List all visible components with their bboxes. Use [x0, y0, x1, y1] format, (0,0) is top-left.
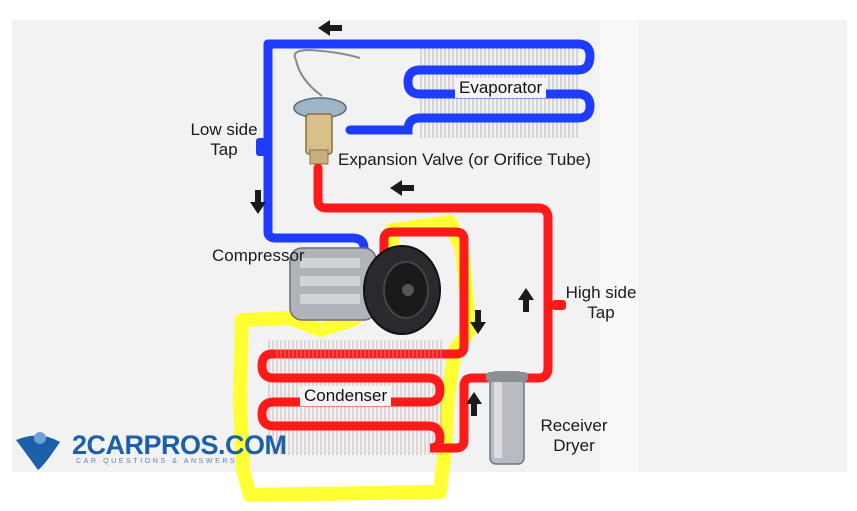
flow-arrow-left-top	[318, 20, 342, 36]
flow-arrow-down-right	[470, 310, 486, 334]
compressor	[289, 245, 441, 335]
compressor-label: Compressor	[212, 246, 305, 265]
low-side-tap-label-line2: Tap	[210, 140, 238, 159]
flow-arrow-up-right	[518, 288, 534, 312]
site-logo: 2CARPROS.COM CAR QUESTIONS & ANSWERS	[14, 430, 287, 470]
receiver-dryer	[486, 371, 528, 465]
evaporator-coil	[263, 39, 595, 135]
condenser-coil	[257, 349, 493, 453]
high-side-tap-port	[552, 300, 566, 310]
high-side-tap-label: High side Tap	[556, 283, 646, 323]
expansion-valve	[293, 97, 347, 165]
logo-mark-icon	[16, 432, 60, 470]
evaporator-label: Evaporator	[455, 78, 547, 98]
expansion-valve-label: Expansion Valve (or Orifice Tube)	[338, 150, 591, 169]
receiver-dryer-label-line1: Receiver	[540, 416, 608, 435]
logo-text: 2CARPROS.COM	[72, 430, 287, 460]
flow-arrow-down-left	[250, 190, 266, 214]
high-side-tap-label-line1: High side	[565, 283, 637, 302]
background-seam	[600, 20, 638, 472]
low-side-tap-port	[256, 138, 266, 156]
flow-arrow-left-mid	[390, 180, 414, 196]
logo-tagline: CAR QUESTIONS & ANSWERS	[76, 458, 238, 465]
low-pressure-line	[263, 39, 369, 263]
discharge-line	[267, 227, 469, 359]
low-side-tap-label: Low side Tap	[186, 120, 262, 160]
capillary-tube	[293, 48, 361, 97]
flow-arrow-up-dryer	[466, 392, 482, 416]
receiver-dryer-label: Receiver Dryer	[534, 416, 614, 456]
high-side-tap-label-line2: Tap	[587, 303, 615, 322]
condenser-label: Condenser	[300, 386, 392, 406]
receiver-dryer-label-line2: Dryer	[553, 436, 595, 455]
high-pressure-line	[313, 163, 553, 383]
low-side-tap-label-line1: Low side	[190, 120, 258, 139]
